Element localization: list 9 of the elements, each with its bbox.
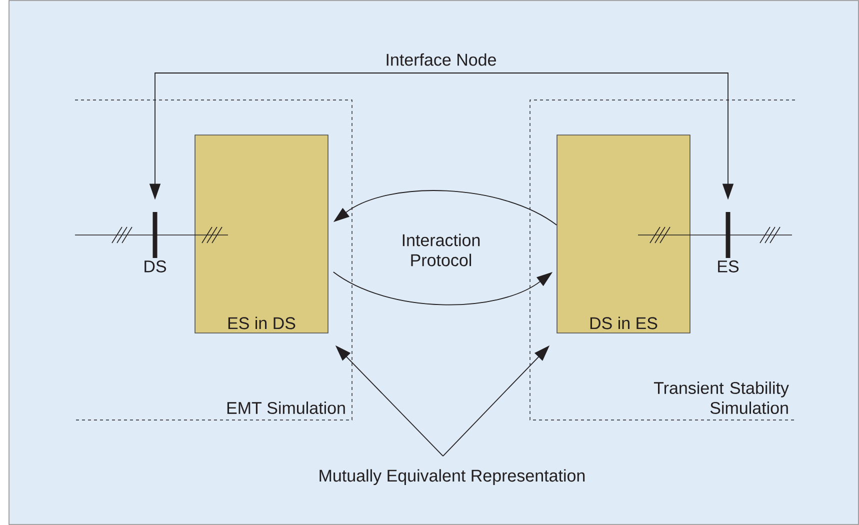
interface-label: Interface Node	[386, 53, 496, 66]
model-box: DS in ES	[556, 134, 690, 334]
bus-bar: DS	[144, 212, 166, 272]
protocol-label: Interaction Protocol	[402, 234, 480, 266]
bus-bar: ES	[718, 212, 739, 272]
model-box: ES in DS	[194, 134, 328, 334]
representation-label: Mutually Equivalent Representation	[320, 469, 585, 486]
node-label: DS	[144, 260, 166, 272]
node-label: ES	[718, 260, 739, 272]
